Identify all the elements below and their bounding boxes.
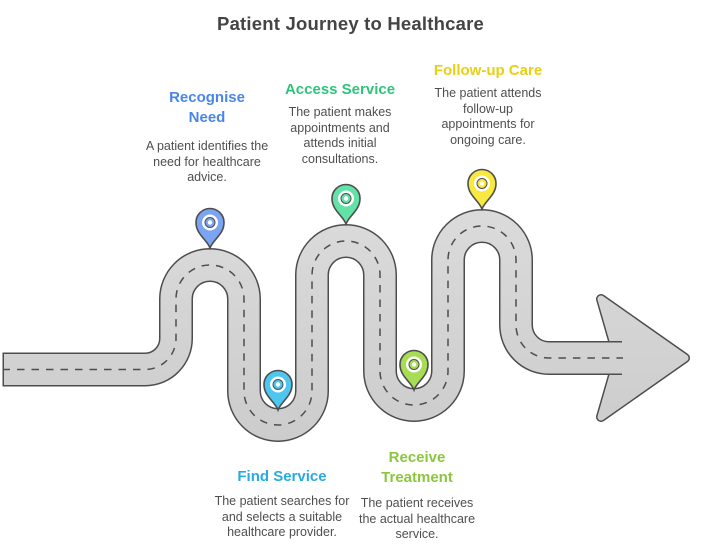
stage-heading-recognise-need: Recognise Need bbox=[169, 89, 245, 126]
stage-heading-access-service: Access Service bbox=[284, 81, 396, 98]
arrow-head-fill bbox=[597, 295, 689, 421]
pin-follow-up-care-icon bbox=[467, 168, 497, 212]
stage-description-follow-up-care: The patient attends follow-up appointmen… bbox=[434, 86, 542, 147]
road-center-dashed-line bbox=[2, 225, 623, 426]
page-title: Patient Journey to Healthcare bbox=[217, 13, 484, 34]
pin-find-service-icon bbox=[263, 369, 293, 413]
stage-description-receive-treatment: The patient receives the actual healthca… bbox=[358, 496, 476, 541]
stage-heading-receive-treatment: Receive Treatment bbox=[381, 449, 453, 486]
pin-receive-treatment-icon bbox=[399, 349, 429, 393]
stage-heading-find-service: Find Service bbox=[237, 468, 327, 485]
stage-heading-follow-up-care: Follow-up Care bbox=[433, 62, 543, 79]
pin-access-service-icon bbox=[331, 183, 361, 227]
stage-description-find-service: The patient searches for and selects a s… bbox=[214, 494, 350, 539]
winding-road bbox=[2, 209, 623, 442]
arrow-head-icon bbox=[596, 294, 690, 422]
stage-description-access-service: The patient makes appointments and atten… bbox=[288, 105, 392, 166]
pin-recognise-need-icon bbox=[195, 207, 225, 251]
road-surface bbox=[4, 210, 622, 441]
stage-description-recognise-need: A patient identifies the need for health… bbox=[145, 139, 269, 184]
